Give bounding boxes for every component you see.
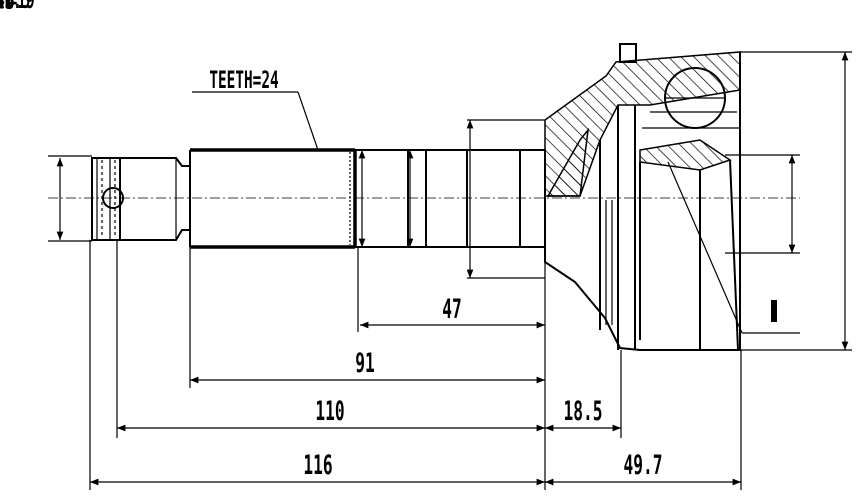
dim-91-label: 91: [355, 348, 374, 380]
extension-lines: [48, 51, 852, 490]
dim-116-label: 116: [303, 450, 332, 482]
thread-spec-label: M22X1.5: [0, 0, 30, 14]
threaded-end: [91, 157, 191, 241]
dia-outer-label: φ73: [0, 0, 15, 16]
shaft-body: [355, 149, 546, 248]
dim-49-7-label: 49.7: [624, 450, 663, 482]
outer-race: [544, 43, 741, 351]
vertical-dimension-lines: [56, 52, 849, 350]
dim-47-label: 47: [442, 294, 461, 326]
horizontal-dimension-lines: [90, 321, 741, 486]
spline-section: [189, 148, 357, 249]
dia-seal-label: φ40: [0, 0, 15, 16]
inner-teeth-marker: [771, 300, 777, 322]
inner-teeth-leader: [667, 161, 800, 334]
housing-hatch-detail: [546, 127, 590, 197]
spline-teeth-leader: [192, 91, 319, 151]
inner-teeth-label: TEETH=19: [0, 0, 35, 14]
dia-shaft-2-label: φ25: [0, 0, 15, 16]
dim-110-label: 110: [315, 396, 344, 428]
dia-shaft-1-label: φ25: [0, 0, 15, 16]
dim-18-5-label: 18.5: [564, 396, 603, 428]
spline-teeth-label: TEETH=24: [209, 66, 278, 94]
